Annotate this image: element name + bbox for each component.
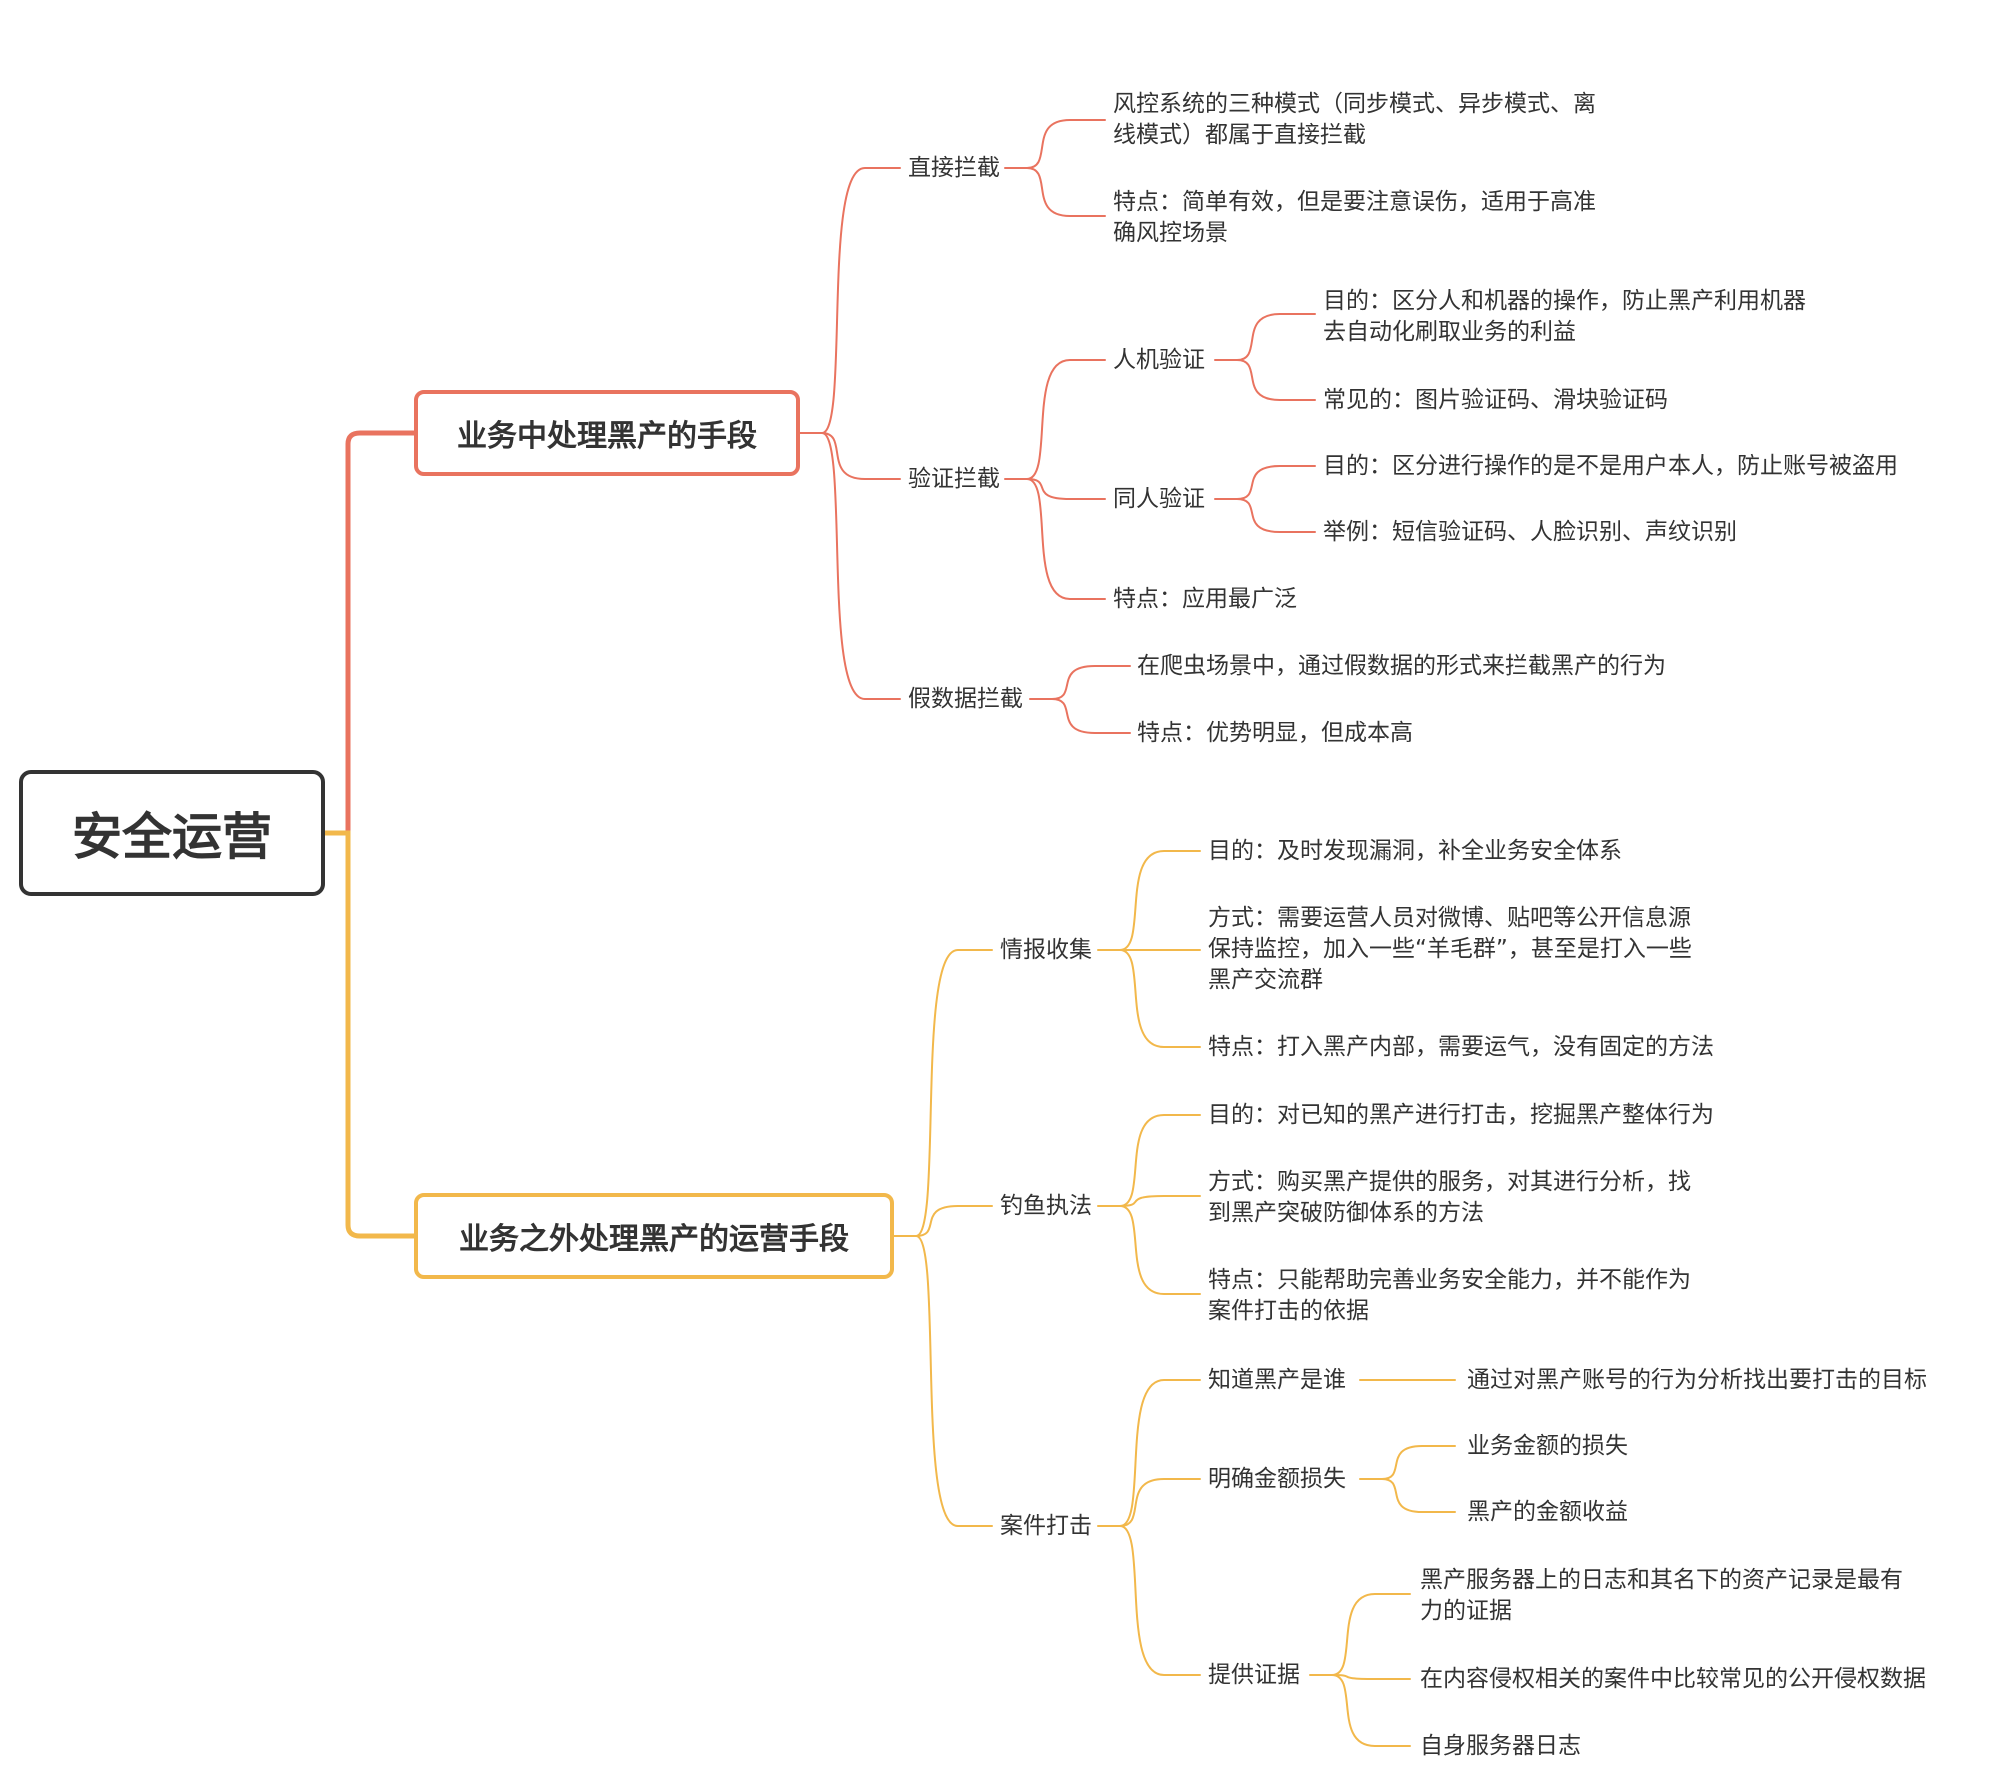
- note-line: 保持监控，加入一些“羊毛群”，甚至是打入一些: [1208, 936, 1692, 962]
- link-intel-note: [1119, 850, 1201, 951]
- topic-direct-block[interactable]: 直接拦截: [908, 155, 1000, 181]
- topic-sting-operation[interactable]: 钓鱼执法: [1000, 1193, 1092, 1219]
- link-root-b2: [322, 830, 417, 1239]
- link-evidence-note: [1331, 1593, 1411, 1676]
- branch-node-outside-business[interactable]: 业务之外处理黑产的运营手段: [414, 1193, 894, 1279]
- topic-verify-block[interactable]: 验证拦截: [908, 466, 1000, 492]
- link-loss-note: [1381, 1478, 1456, 1513]
- link-b1-topic: [821, 432, 901, 480]
- subtopic-provide-evidence[interactable]: 提供证据: [1208, 1662, 1300, 1688]
- note-line: 案件打击的依据: [1208, 1298, 1369, 1324]
- topic-fake-data-block[interactable]: 假数据拦截: [908, 686, 1023, 712]
- note-sting-method: 方式：购买黑产提供的服务，对其进行分析，找 到黑产突破防御体系的方法: [1208, 1167, 1691, 1229]
- link-evidence-note: [1331, 1674, 1411, 1747]
- link-verify-sub: [1026, 478, 1106, 600]
- note-line: 黑产服务器上的日志和其名下的资产记录是最有: [1420, 1567, 1903, 1593]
- link-case-sub: [1119, 1525, 1201, 1676]
- note-verify-traits: 特点：应用最广泛: [1113, 586, 1297, 612]
- link-sting-note: [1119, 1114, 1201, 1207]
- note-human-machine-common: 常见的：图片验证码、滑块验证码: [1323, 387, 1668, 413]
- note-line: 确风控场景: [1113, 220, 1228, 246]
- root-node[interactable]: 安全运营: [19, 770, 325, 896]
- note-know-who-method: 通过对黑产账号的行为分析找出要打击的目标: [1467, 1367, 1927, 1393]
- link-verify-sub: [1026, 359, 1106, 480]
- subtopic-clarify-loss[interactable]: 明确金额损失: [1208, 1466, 1346, 1492]
- note-intel-method: 方式：需要运营人员对微博、贴吧等公开信息源 保持监控，加入一些“羊毛群”，甚至是…: [1208, 903, 1692, 996]
- link-sting-note: [1119, 1195, 1201, 1207]
- note-line: 到黑产突破防御体系的方法: [1208, 1200, 1484, 1226]
- note-evidence-own-logs: 自身服务器日志: [1420, 1733, 1581, 1759]
- topic-intel-collection[interactable]: 情报收集: [1000, 937, 1092, 963]
- note-business-loss: 业务金额的损失: [1467, 1433, 1628, 1459]
- link-same-note: [1236, 498, 1316, 533]
- note-line: 去自动化刷取业务的利益: [1323, 319, 1576, 345]
- note-intel-traits: 特点：打入黑产内部，需要运气，没有固定的方法: [1208, 1034, 1714, 1060]
- note-intel-purpose: 目的：及时发现漏洞，补全业务安全体系: [1208, 838, 1622, 864]
- topic-case-strike[interactable]: 案件打击: [1000, 1513, 1092, 1539]
- subtopic-know-who[interactable]: 知道黑产是谁: [1208, 1367, 1346, 1393]
- link-direct-note: [1026, 167, 1106, 217]
- note-evidence-server-logs: 黑产服务器上的日志和其名下的资产记录是最有 力的证据: [1420, 1565, 1903, 1627]
- note-line: 风控系统的三种模式（同步模式、异步模式、离: [1113, 91, 1596, 117]
- note-line: 特点：简单有效，但是要注意误伤，适用于高准: [1113, 189, 1596, 215]
- link-case-sub: [1119, 1379, 1201, 1527]
- note-blackmarket-gain: 黑产的金额收益: [1467, 1499, 1628, 1525]
- note-same-person-purpose: 目的：区分进行操作的是不是用户本人，防止账号被盗用: [1323, 453, 1898, 479]
- note-line: 目的：区分人和机器的操作，防止黑产利用机器: [1323, 288, 1806, 314]
- note-sting-traits: 特点：只能帮助完善业务安全能力，并不能作为 案件打击的依据: [1208, 1265, 1691, 1327]
- note-human-machine-purpose: 目的：区分人和机器的操作，防止黑产利用机器 去自动化刷取业务的利益: [1323, 286, 1806, 348]
- note-fake-data-scenario: 在爬虫场景中，通过假数据的形式来拦截黑产的行为: [1137, 653, 1666, 679]
- note-line: 方式：购买黑产提供的服务，对其进行分析，找: [1208, 1169, 1691, 1195]
- note-line: 方式：需要运营人员对微博、贴吧等公开信息源: [1208, 905, 1691, 931]
- link-fake-note: [1051, 698, 1131, 734]
- link-loss-note: [1381, 1445, 1456, 1480]
- note-same-person-example: 举例：短信验证码、人脸识别、声纹识别: [1323, 519, 1737, 545]
- link-b2-topic: [915, 1235, 993, 1527]
- link-intel-note: [1119, 949, 1201, 1048]
- note-line: 特点：只能帮助完善业务安全能力，并不能作为: [1208, 1267, 1691, 1293]
- branch-node-in-business[interactable]: 业务中处理黑产的手段: [414, 390, 800, 476]
- link-same-note: [1236, 465, 1316, 500]
- subtopic-human-machine-verify[interactable]: 人机验证: [1113, 347, 1205, 373]
- note-sting-purpose: 目的：对已知的黑产进行打击，挖掘黑产整体行为: [1208, 1102, 1714, 1128]
- link-human-note: [1236, 359, 1316, 401]
- link-direct-note: [1026, 119, 1106, 169]
- link-evidence-note: [1331, 1674, 1411, 1680]
- link-b2-topic: [915, 1205, 993, 1237]
- note-fake-data-traits: 特点：优势明显，但成本高: [1137, 720, 1413, 746]
- link-b1-topic: [821, 167, 901, 434]
- note-evidence-infringement: 在内容侵权相关的案件中比较常见的公开侵权数据: [1420, 1666, 1926, 1692]
- note-direct-block-traits: 特点：简单有效，但是要注意误伤，适用于高准 确风控场景: [1113, 187, 1596, 249]
- note-line: 黑产交流群: [1208, 967, 1323, 993]
- link-sting-note: [1119, 1205, 1201, 1295]
- link-b1-topic: [821, 432, 901, 700]
- subtopic-same-person-verify[interactable]: 同人验证: [1113, 486, 1205, 512]
- link-fake-note: [1051, 665, 1131, 700]
- note-line: 线模式）都属于直接拦截: [1113, 122, 1366, 148]
- link-human-note: [1236, 313, 1316, 361]
- note-line: 力的证据: [1420, 1598, 1512, 1624]
- link-b2-topic: [915, 949, 993, 1237]
- link-verify-sub: [1026, 478, 1106, 500]
- link-root-b1: [322, 430, 417, 836]
- note-direct-block-modes: 风控系统的三种模式（同步模式、异步模式、离 线模式）都属于直接拦截: [1113, 89, 1596, 151]
- link-case-sub: [1119, 1478, 1201, 1527]
